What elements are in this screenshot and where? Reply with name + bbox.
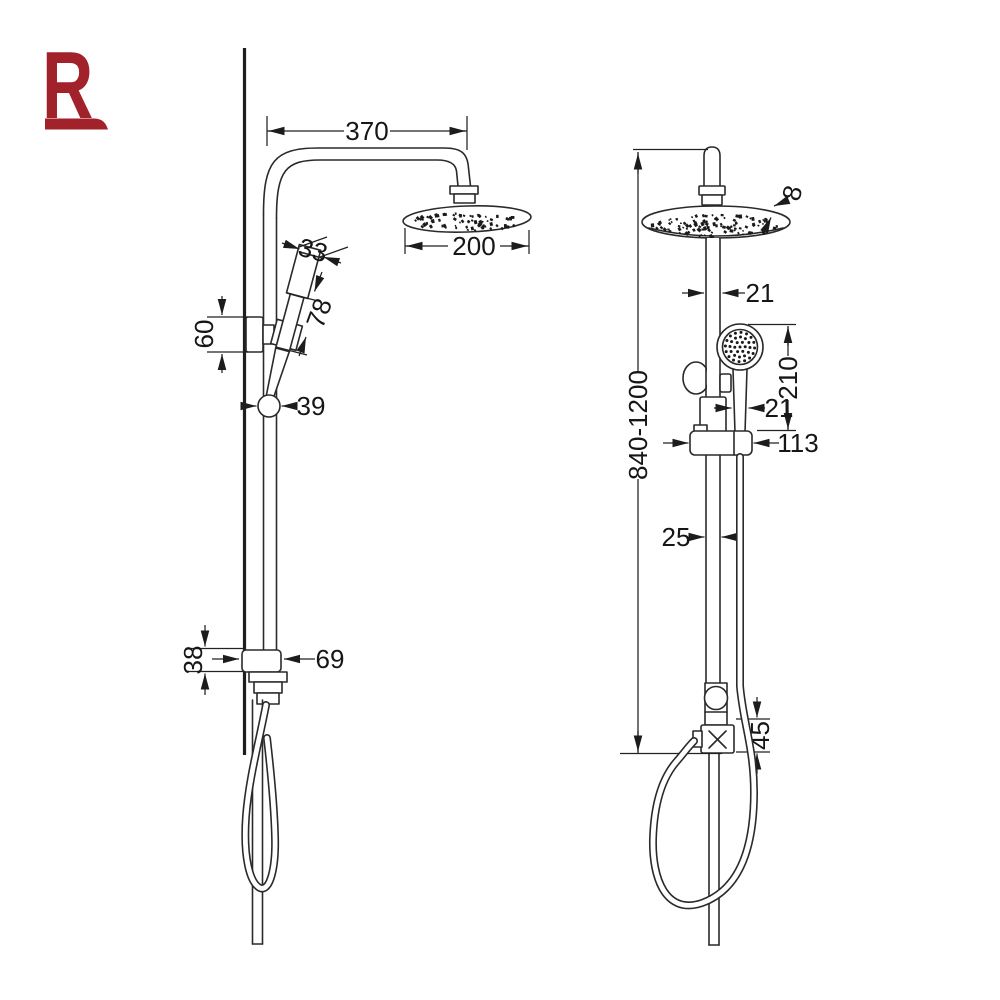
dim-column-height: 840-1200	[620, 148, 722, 755]
dim-8-label: 8	[776, 182, 809, 204]
holder-ring-front	[682, 361, 710, 395]
dim-slider-bracket-width: 113	[663, 428, 819, 458]
dim-slide-bar-width: 25	[662, 522, 738, 552]
handset-cone	[264, 347, 291, 402]
spray-speckles-side	[414, 212, 516, 232]
dim-25-label: 25	[662, 522, 691, 552]
hand-shower-side	[264, 243, 323, 402]
dim-78-label: 78	[300, 294, 338, 331]
diverter-knob	[703, 682, 729, 726]
logo-underline	[45, 118, 108, 130]
handset-nozzles	[723, 330, 757, 364]
dim-69-label: 69	[316, 644, 345, 674]
dim-upper-bracket-height: 60	[189, 296, 248, 373]
tee-connector	[692, 724, 735, 754]
holder-clamp-front	[719, 373, 732, 393]
arm-nut	[449, 185, 479, 195]
upper-wall-bracket	[245, 316, 275, 353]
dim-handset-handle-width: 21	[714, 393, 793, 423]
dim-handset-assembly-height: 210	[748, 323, 803, 432]
dim-slider-knob: 39	[240, 391, 326, 421]
arm-front	[698, 146, 726, 206]
riser-pipe-front	[705, 237, 721, 684]
dim-21-lower-label: 21	[765, 393, 794, 423]
inlet-pipe-front	[708, 752, 720, 946]
dim-370-label: 370	[345, 116, 388, 146]
dim-head-width: 200	[404, 228, 530, 261]
brand-logo: R	[42, 32, 108, 138]
hose-front	[648, 453, 759, 910]
shower-arm-side	[262, 147, 479, 219]
dim-60-label: 60	[189, 320, 219, 349]
riser-pipe-side	[262, 213, 278, 652]
overhead-shower-side	[402, 205, 532, 233]
dim-39-label: 39	[297, 391, 326, 421]
lower-wall-bracket	[241, 649, 288, 705]
side-view: 370 200 33 78	[178, 48, 532, 945]
handset-handle-front	[732, 368, 748, 434]
overhead-shower-front	[641, 205, 791, 239]
dim-38-label: 38	[178, 646, 208, 675]
dim-arm-reach: 370	[266, 116, 468, 150]
front-view: 840-1200 8 21 210 21	[620, 146, 819, 946]
slider-knob	[257, 394, 281, 418]
dim-200-label: 200	[452, 231, 495, 261]
hand-shower-front	[716, 323, 764, 434]
dim-lower-bracket-height: 38	[178, 625, 243, 695]
hose-side	[241, 701, 280, 893]
dim-handset-head-width: 33	[281, 232, 349, 268]
dim-riser-width: 21	[682, 278, 774, 308]
dim-113-label: 113	[777, 428, 818, 458]
dim-210-label: 210	[773, 356, 803, 399]
dim-lower-bracket-depth: 69	[284, 644, 344, 674]
dim-21-upper-label: 21	[746, 278, 775, 308]
dim-840-1200-label: 840-1200	[623, 370, 653, 480]
slider-bracket-front	[689, 424, 753, 456]
